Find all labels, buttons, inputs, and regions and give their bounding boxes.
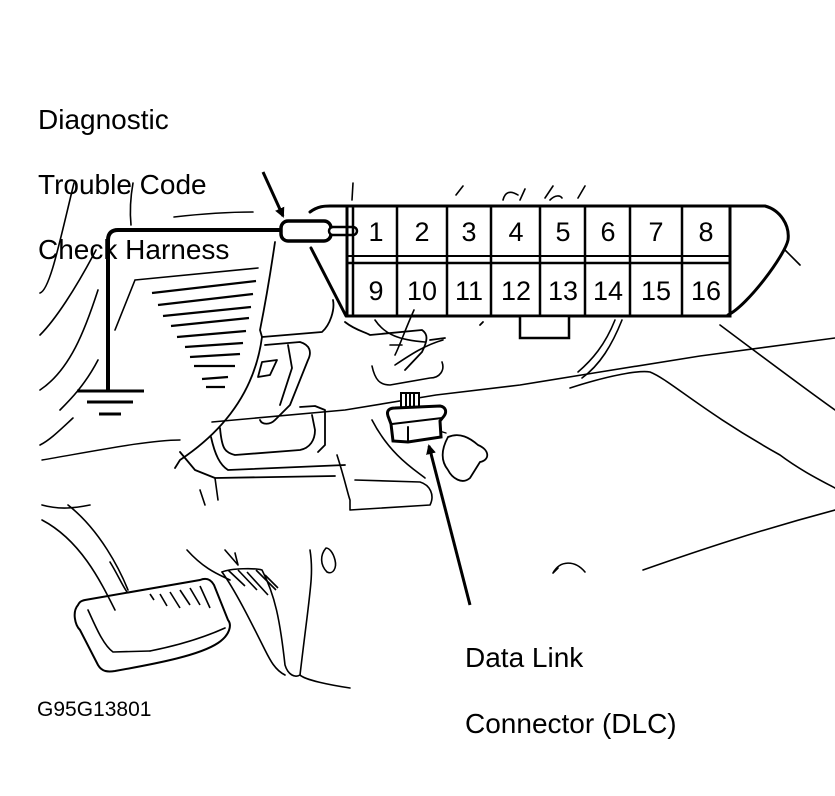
pin-14: 14 (593, 276, 623, 306)
dlc-connector-face (308, 204, 790, 371)
pin-10: 10 (407, 276, 437, 306)
pin-3: 3 (461, 217, 476, 247)
pin-7: 7 (648, 217, 663, 247)
pin-12: 12 (501, 276, 531, 306)
pin-6: 6 (600, 217, 615, 247)
harness-wire (106, 228, 282, 392)
pin-9: 9 (368, 276, 383, 306)
pin-5: 5 (555, 217, 570, 247)
pin-11: 11 (455, 276, 483, 306)
pin-1: 1 (368, 217, 383, 247)
brake-pedal (73, 549, 301, 677)
harness-callout: Diagnostic Trouble Code Check Harness (38, 74, 229, 301)
harness-plug (279, 219, 359, 243)
harness-callout-line-3: Check Harness (38, 234, 230, 265)
leader-arrows (261, 171, 472, 606)
figure-id-label: G95G13801 (37, 698, 152, 721)
harness-callout-line-2: Trouble Code (38, 169, 207, 200)
dlc-leader-arrow-icon (426, 444, 472, 606)
dlc-callout-line-2: Connector (DLC) (465, 708, 677, 739)
pin-numbers-top-row: 1 2 3 4 5 6 7 8 (368, 217, 713, 247)
pin-numbers-bottom-row: 9 10 11 12 13 14 15 16 (368, 276, 721, 306)
dlc-callout-line-1: Data Link (465, 642, 584, 673)
ground-symbol-icon (77, 389, 144, 416)
pin-8: 8 (698, 217, 713, 247)
dashboard-sketch (39, 182, 835, 689)
pin-2: 2 (414, 217, 429, 247)
pin-4: 4 (508, 217, 523, 247)
pin-16: 16 (691, 276, 721, 306)
pin-13: 13 (548, 276, 578, 306)
pin-15: 15 (641, 276, 671, 306)
dlc-callout: Data Link Connector (DLC) (465, 612, 677, 776)
harness-callout-line-1: Diagnostic (38, 104, 169, 135)
harness-leader-arrow-icon (261, 171, 285, 218)
dlc-physical-connector (386, 392, 448, 444)
